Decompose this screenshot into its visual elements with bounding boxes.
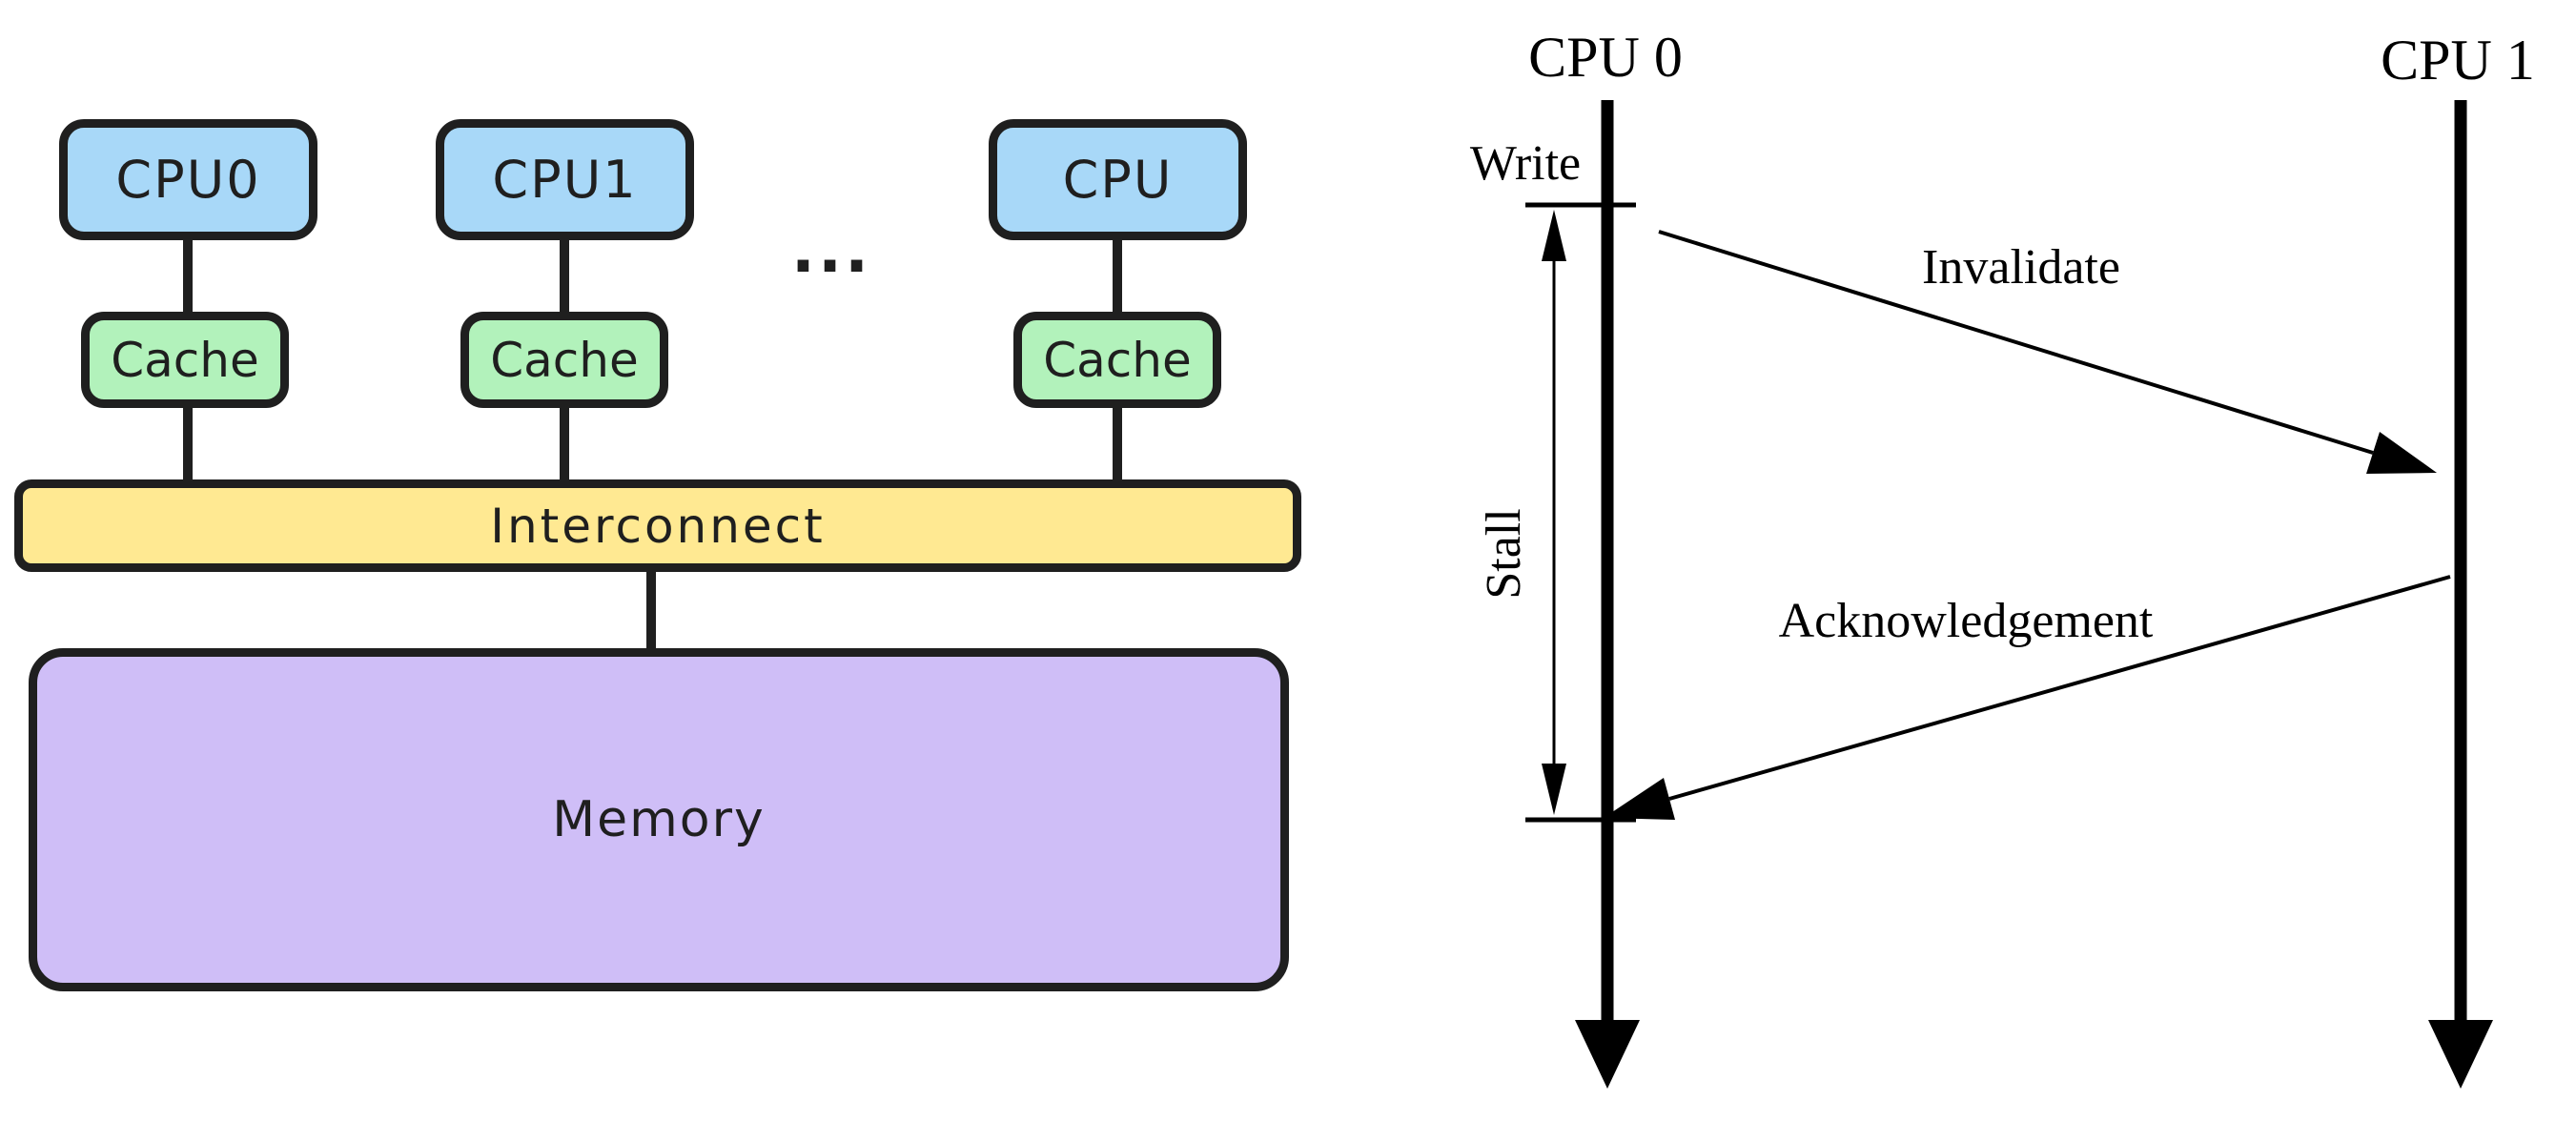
invalidate-arrow-line (1658, 230, 2374, 455)
invalidate-arrowhead (2366, 432, 2437, 474)
cache2-box: Cache (1013, 312, 1221, 408)
interconnect-bar: Interconnect (14, 479, 1301, 572)
cpu0-box: CPU0 (59, 119, 317, 240)
cpu1-lifeline-title: CPU 1 (2381, 29, 2535, 92)
stall-span-arrowhead-bottom (1542, 764, 1566, 815)
connector-cache1-interconnect (560, 406, 569, 482)
cache1-box: Cache (460, 312, 668, 408)
memory-box: Memory (29, 648, 1289, 991)
memory-label: Memory (552, 791, 766, 848)
cache0-label: Cache (111, 332, 259, 388)
interconnect-label: Interconnect (490, 498, 826, 554)
cpu0-lifeline-arrowhead (1575, 1020, 1640, 1089)
stall-label: Stall (1477, 508, 1531, 600)
connector-cache2-interconnect (1113, 406, 1122, 482)
cpu0-lifeline-title: CPU 0 (1528, 26, 1683, 89)
cache1-label: Cache (490, 332, 639, 388)
connector-cache0-interconnect (183, 406, 193, 482)
write-event-label: Write (1469, 136, 1582, 191)
cpu-n-label: CPU (1062, 150, 1174, 210)
invalidate-label: Invalidate (1922, 240, 2120, 295)
connector-cpu0-cache0 (183, 238, 193, 315)
cache2-label: Cache (1043, 332, 1192, 388)
connector-cpu2-cache2 (1113, 238, 1122, 315)
stall-span-arrowhead-top (1542, 210, 1566, 261)
acknowledgement-arrow-line (1668, 575, 2451, 801)
cpu1-lifeline-arrowhead (2428, 1020, 2493, 1089)
acknowledgement-label: Acknowledgement (1778, 594, 2154, 648)
connector-cpu1-cache1 (560, 238, 569, 315)
ellipsis-dots: ... (790, 213, 872, 287)
sequence-diagram-lines (1525, 100, 2493, 1089)
cpu1-label: CPU1 (492, 150, 638, 210)
connector-interconnect-memory (646, 570, 656, 651)
cpu0-label: CPU0 (115, 150, 261, 210)
cache0-box: Cache (81, 312, 289, 408)
cpu-n-box: CPU (989, 119, 1247, 240)
cpu1-box: CPU1 (436, 119, 694, 240)
acknowledgement-arrowhead (1604, 778, 1675, 820)
